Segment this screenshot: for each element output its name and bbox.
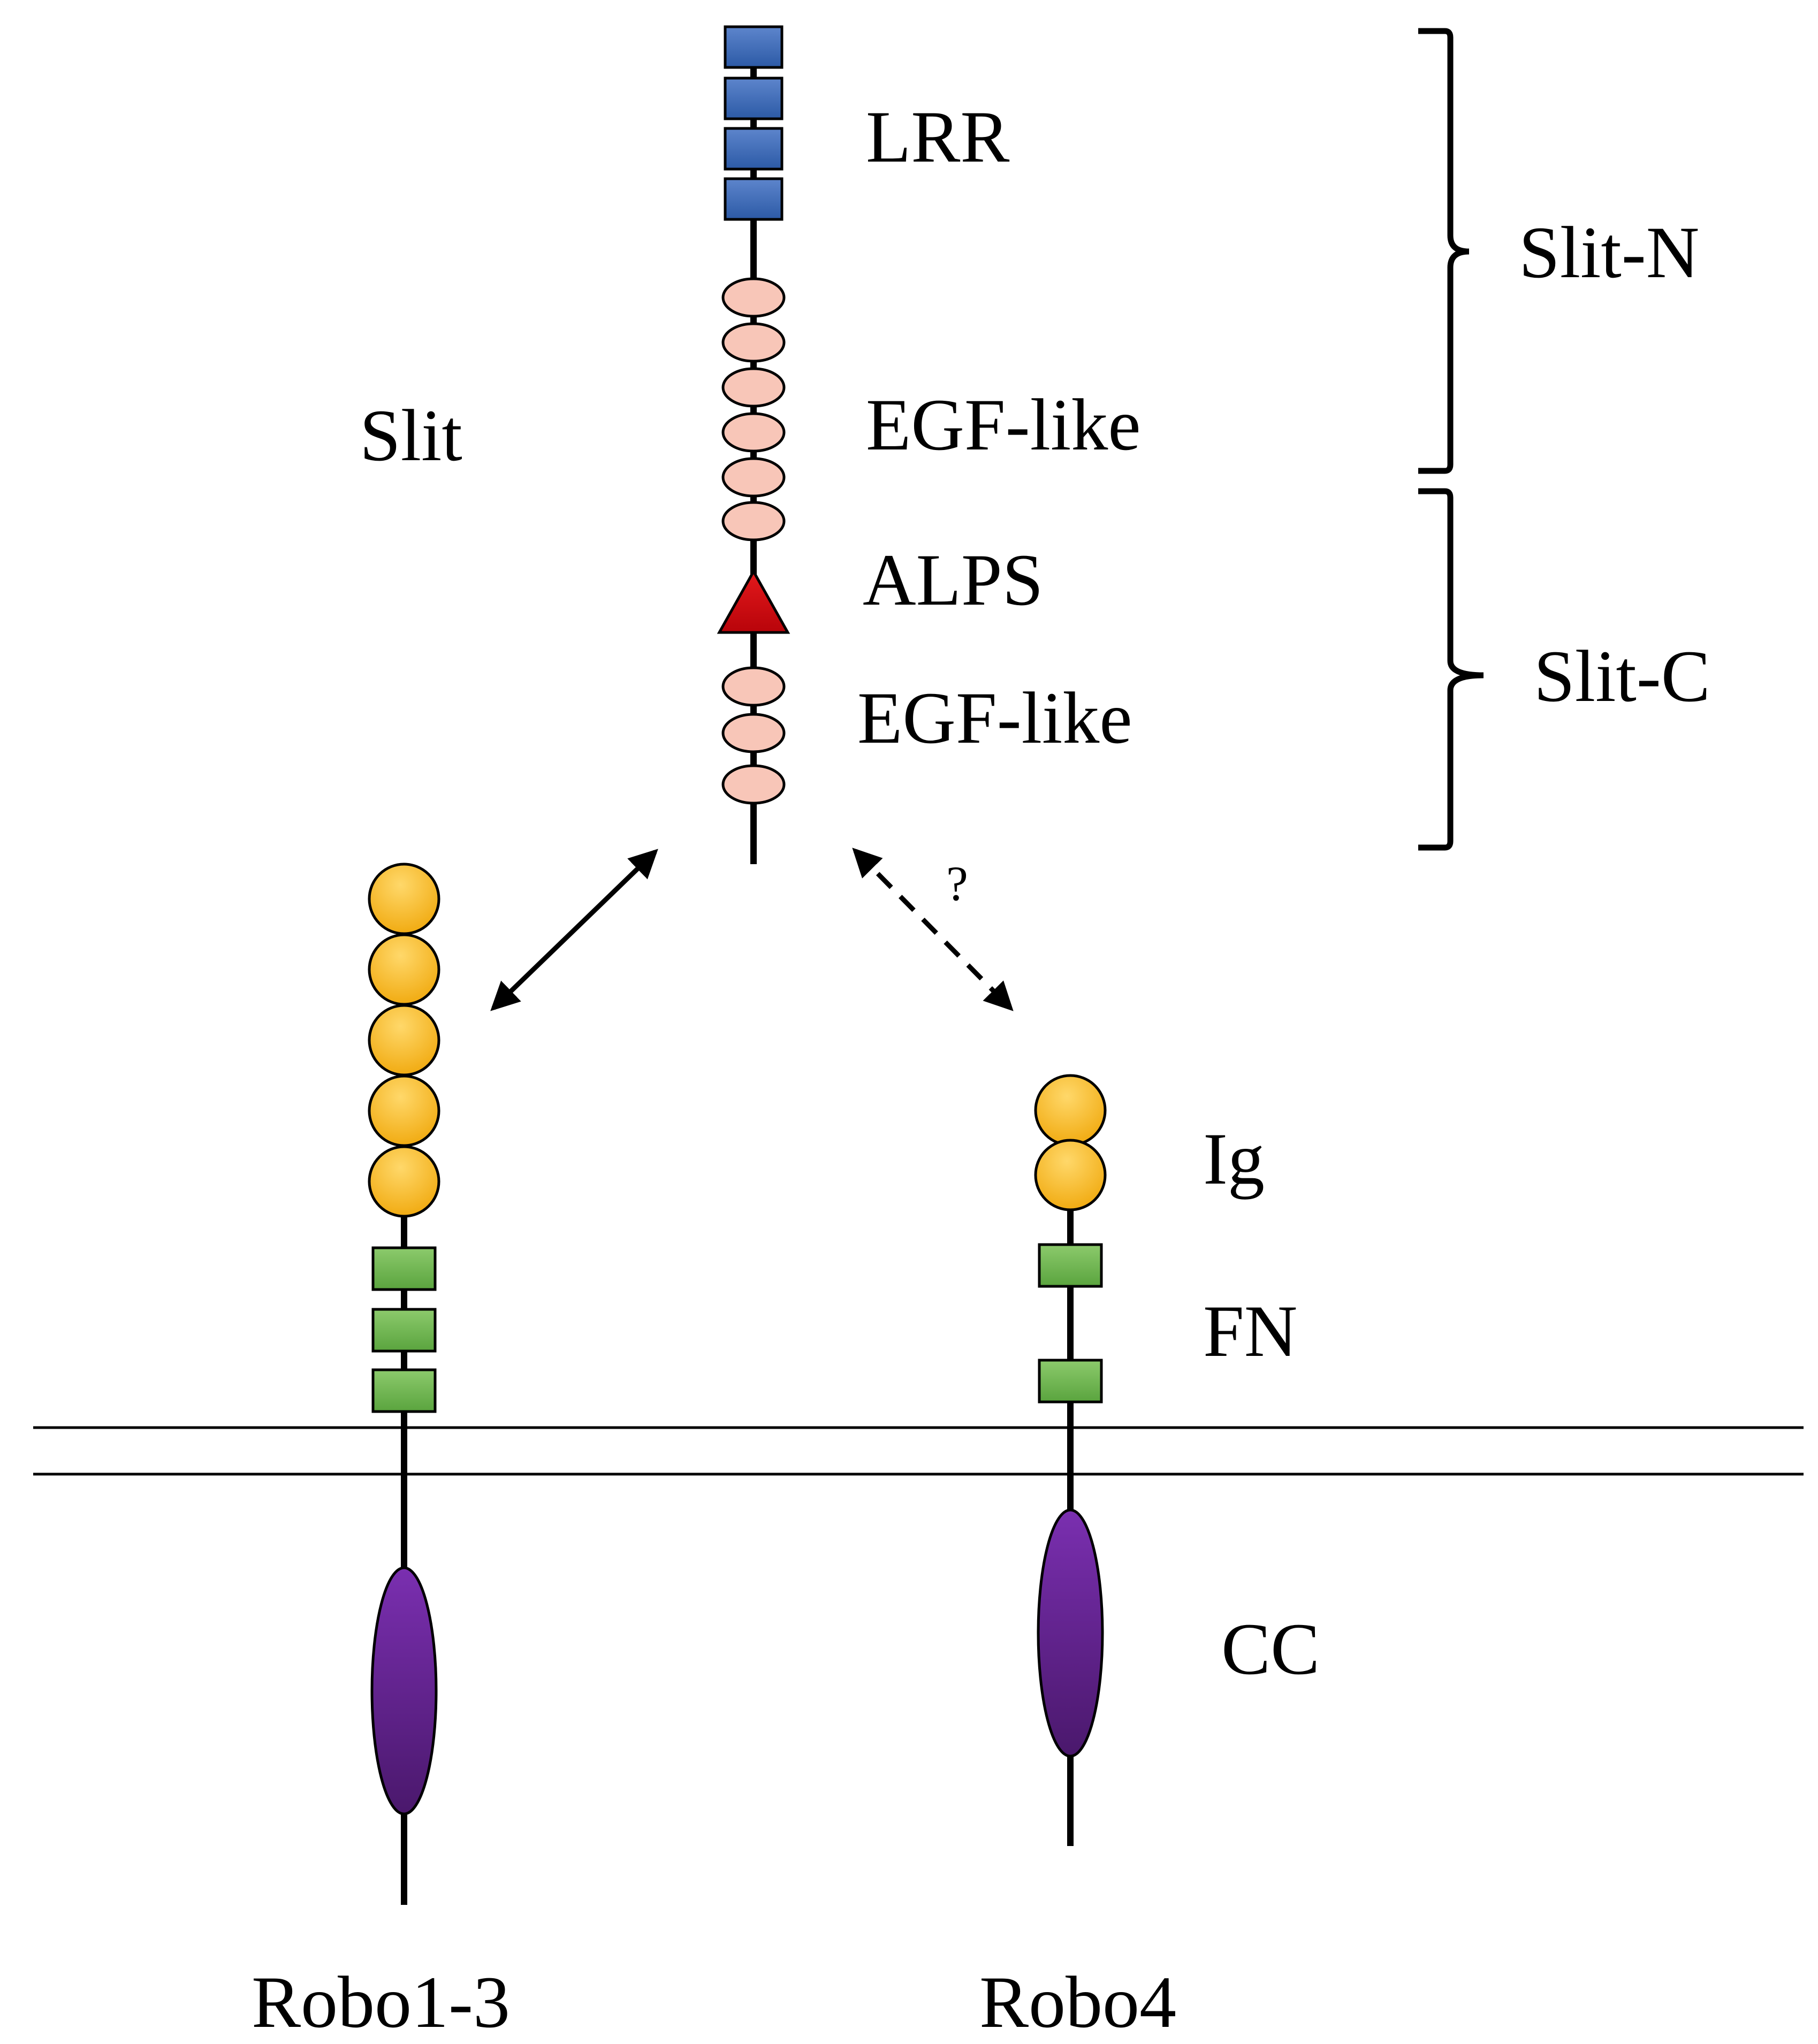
- alps-label: ALPS: [863, 539, 1043, 621]
- slit-label: Slit: [360, 394, 462, 476]
- lrr-domain: [724, 177, 784, 221]
- egf-domain: [721, 666, 786, 707]
- robo4-label: Robo4: [979, 1961, 1176, 2043]
- slit-robo1-3-interaction-arrow: [490, 849, 658, 1011]
- slit-n-label: Slit-N: [1519, 211, 1699, 293]
- slit-n-bracket: [1418, 28, 1470, 474]
- slit-c-bracket: [1418, 488, 1484, 851]
- egf-domain: [721, 412, 786, 453]
- cell-membrane: [33, 1426, 1804, 1476]
- cc-label: CC: [1221, 1608, 1320, 1690]
- robo4-fn-domains: [1038, 1243, 1103, 1404]
- ig-domain: [368, 1145, 440, 1218]
- lrr-domain: [724, 77, 784, 120]
- fn-label: FN: [1203, 1290, 1297, 1372]
- egf-domain: [721, 457, 786, 498]
- ig-domain: [1034, 1074, 1107, 1147]
- lrr-label: LRR: [866, 96, 1009, 178]
- egf-domain: [721, 367, 786, 408]
- lrr-domain: [724, 127, 784, 171]
- slit-robo4-interaction-arrow: [852, 848, 1014, 1011]
- robo1-3-ig-domains: [368, 863, 440, 1218]
- fn-domain: [371, 1308, 437, 1353]
- robo1-3-label: Robo1-3: [252, 1961, 510, 2043]
- egf-domain: [721, 501, 786, 541]
- egf-domain: [721, 277, 786, 318]
- ig-domain: [368, 933, 440, 1006]
- slit-egf-upper-domains: [721, 277, 786, 541]
- ig-domain: [368, 1004, 440, 1077]
- unknown-interaction-label: ?: [946, 856, 968, 911]
- slit-lrr-domains: [724, 25, 784, 221]
- fn-domain: [371, 1246, 437, 1291]
- slit-egf-lower-domains: [721, 666, 786, 805]
- robo1-3-fn-domains: [371, 1246, 437, 1413]
- ig-domain: [368, 863, 440, 935]
- ig-label: Ig: [1203, 1118, 1265, 1200]
- egf-domain: [721, 322, 786, 363]
- robo4-receptor: [1034, 1074, 1107, 1846]
- egf-like-upper-label: EGF-like: [866, 384, 1141, 466]
- egf-domain: [721, 764, 786, 805]
- egf-domain: [721, 713, 786, 753]
- slit-c-label: Slit-C: [1534, 635, 1710, 717]
- alps-domain: [717, 568, 790, 634]
- lrr-domain: [724, 25, 784, 69]
- cc-domain: [370, 1566, 438, 1816]
- fn-domain: [1038, 1359, 1103, 1404]
- slit-protein: [717, 25, 790, 864]
- ig-domain: [368, 1074, 440, 1147]
- fn-domain: [371, 1368, 437, 1413]
- robo1-3-receptor: [368, 863, 440, 1905]
- ig-domain: [1034, 1139, 1107, 1211]
- cc-domain: [1037, 1508, 1104, 1758]
- robo4-ig-domains: [1034, 1074, 1107, 1211]
- fn-domain: [1038, 1243, 1103, 1288]
- egf-like-lower-label: EGF-like: [857, 677, 1132, 759]
